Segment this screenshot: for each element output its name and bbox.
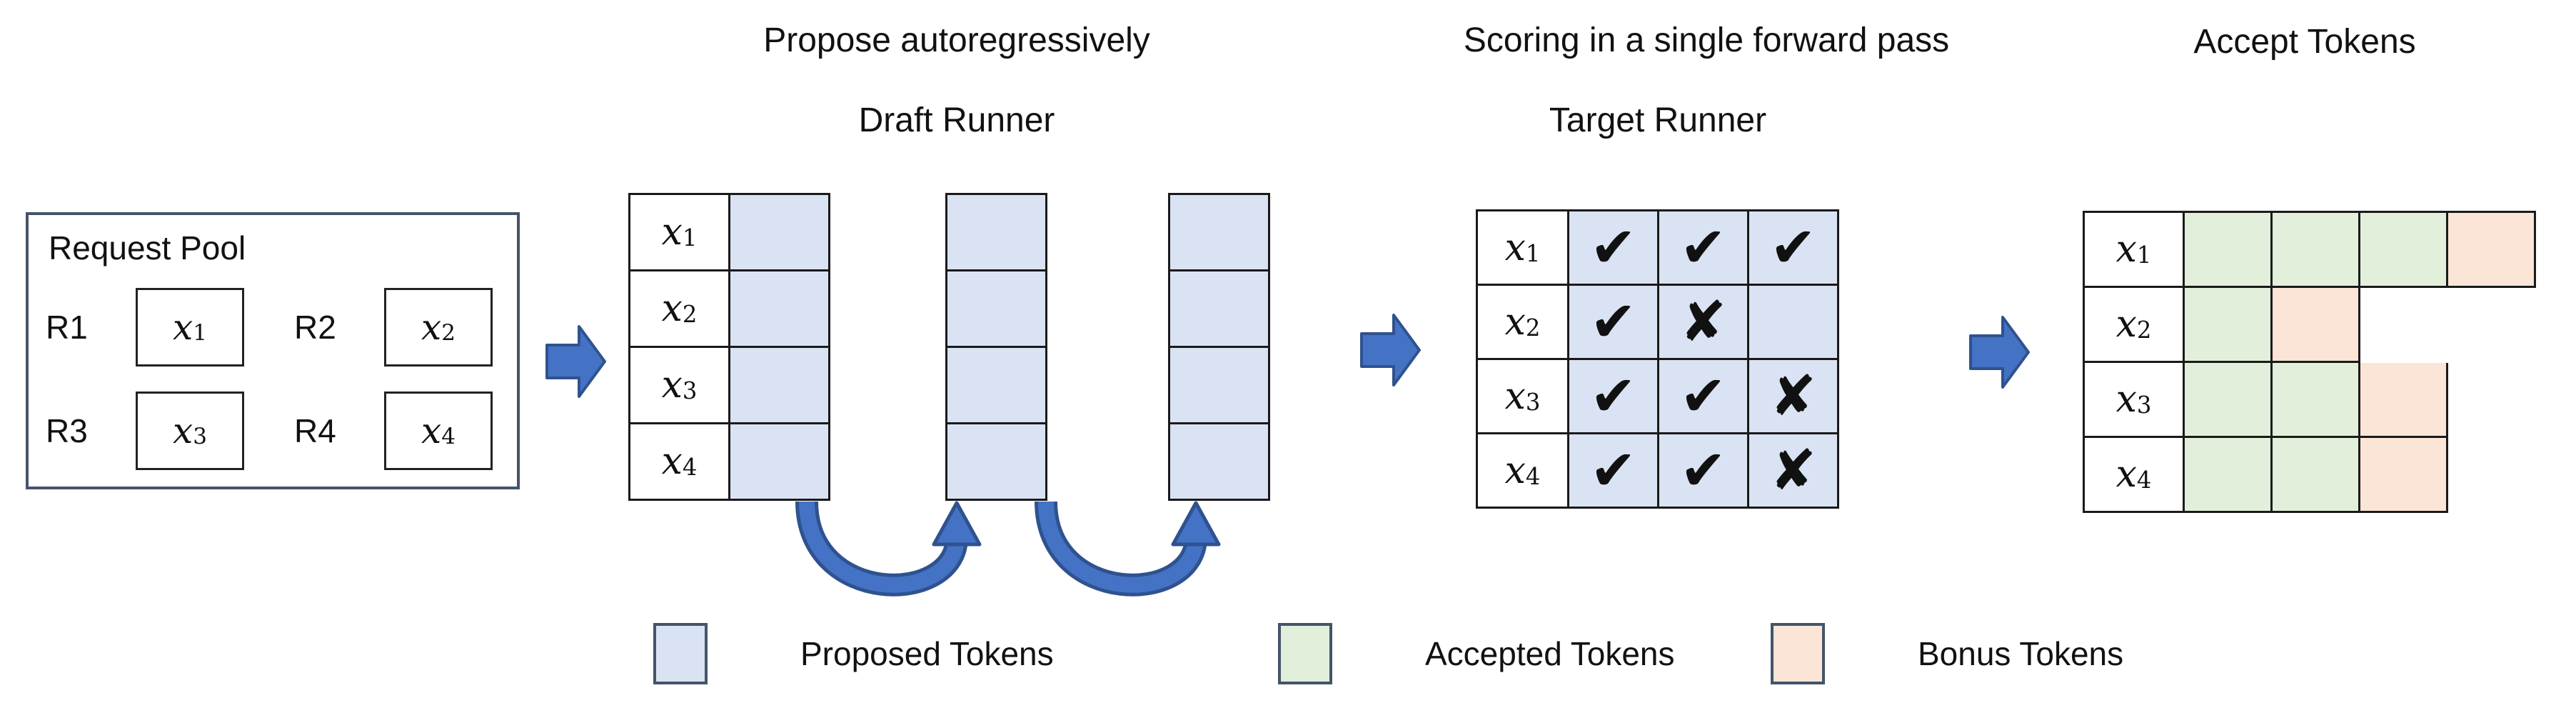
request-id: R3 bbox=[46, 412, 88, 449]
proposed-token-cell bbox=[947, 271, 1047, 348]
accept-cell-accepted bbox=[2273, 438, 2360, 513]
arrow-right-icon bbox=[1969, 316, 2030, 389]
title-target-runner: Target Runner bbox=[1549, 101, 1767, 139]
legend-label: Accepted Tokens bbox=[1425, 635, 1675, 672]
title-draft-runner: Draft Runner bbox=[858, 101, 1055, 139]
accept-cell-accepted bbox=[2185, 438, 2273, 513]
accept-cell-accepted bbox=[2273, 213, 2360, 288]
arrow-right-icon bbox=[1360, 314, 1421, 387]
target-cell-check: ✔ bbox=[1659, 434, 1749, 509]
accept-cell-accepted bbox=[2360, 213, 2448, 288]
draft-grid-step2 bbox=[945, 193, 1047, 501]
accept-cell-accepted bbox=[2185, 213, 2273, 288]
proposed-token-cell bbox=[947, 195, 1047, 271]
target-cell-cross: ✘ bbox=[1749, 434, 1839, 509]
legend-label: Bonus Tokens bbox=[1918, 635, 2124, 672]
accept-cell-bonus bbox=[2273, 288, 2360, 363]
proposed-token-cell bbox=[730, 424, 830, 501]
target-cell-check: ✔ bbox=[1569, 434, 1659, 509]
accept-cell-accepted bbox=[2273, 363, 2360, 438]
target-cell-check: ✔ bbox=[1569, 211, 1659, 286]
autoregressive-loop-arrow-icon bbox=[795, 501, 982, 597]
proposed-token-cell bbox=[1170, 195, 1270, 271]
proposed-token-cell bbox=[730, 348, 830, 424]
request-id: R2 bbox=[294, 309, 336, 346]
target-cell-cross: ✘ bbox=[1749, 360, 1839, 434]
proposed-token-cell bbox=[1170, 271, 1270, 348]
accept-cell-accepted bbox=[2185, 363, 2273, 438]
target-cell-check: ✔ bbox=[1659, 360, 1749, 434]
accept-cell-bonus bbox=[2360, 438, 2448, 513]
bonus-swatch-icon bbox=[1771, 623, 1825, 684]
target-cell-blank bbox=[1749, 286, 1839, 360]
accept-cell-bonus bbox=[2360, 363, 2448, 438]
proposed-token-cell bbox=[1170, 348, 1270, 424]
legend-item-accepted: Accepted Tokens bbox=[1278, 623, 1675, 684]
proposed-token-cell bbox=[947, 348, 1047, 424]
legend-item-proposed: Proposed Tokens bbox=[653, 623, 1054, 684]
proposed-token-cell bbox=[730, 271, 830, 348]
accept-cell-accepted bbox=[2185, 288, 2273, 363]
accepted-swatch-icon bbox=[1278, 623, 1332, 684]
title-accept-tokens: Accept Tokens bbox=[2193, 23, 2416, 61]
draft-grid-step3 bbox=[1168, 193, 1270, 501]
proposed-token-cell bbox=[1170, 424, 1270, 501]
proposed-token-cell bbox=[730, 195, 830, 271]
title-propose-autoregressively: Propose autoregressively bbox=[763, 21, 1150, 59]
request-id: R1 bbox=[46, 309, 88, 346]
target-cell-cross: ✘ bbox=[1659, 286, 1749, 360]
target-cell-check: ✔ bbox=[1749, 211, 1839, 286]
target-cell-check: ✔ bbox=[1659, 211, 1749, 286]
request-id: R4 bbox=[294, 412, 336, 449]
legend-item-bonus: Bonus Tokens bbox=[1771, 623, 2123, 684]
proposed-token-cell bbox=[947, 424, 1047, 501]
proposed-swatch-icon bbox=[653, 623, 708, 684]
target-cell-check: ✔ bbox=[1569, 286, 1659, 360]
legend-label: Proposed Tokens bbox=[800, 635, 1054, 672]
accept-cell-bonus bbox=[2448, 213, 2536, 288]
title-scoring-forward-pass: Scoring in a single forward pass bbox=[1463, 21, 1950, 59]
target-cell-check: ✔ bbox=[1569, 360, 1659, 434]
request-pool-title: Request Pool bbox=[49, 229, 246, 266]
arrow-right-icon bbox=[545, 325, 606, 398]
autoregressive-loop-arrow-icon bbox=[1035, 501, 1221, 597]
